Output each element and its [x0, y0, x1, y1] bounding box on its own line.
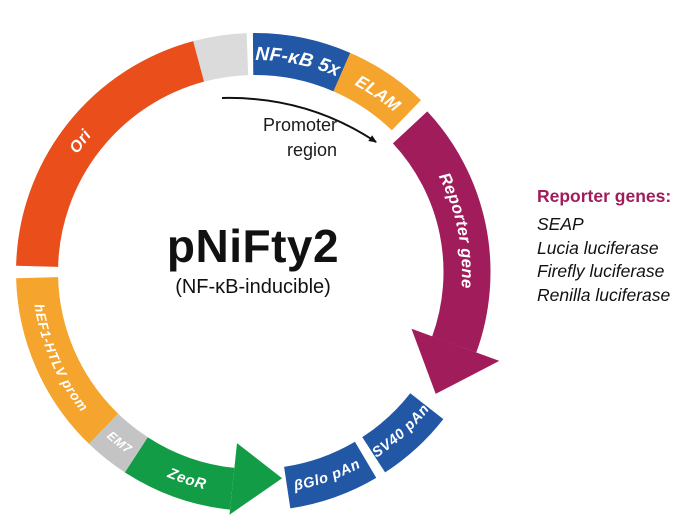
reporter-gene-arrow-body: [392, 111, 491, 353]
legend-heading: Reporter genes:: [537, 186, 672, 206]
segment-zeor-body: [124, 436, 235, 510]
legend-item-seap: SEAP: [537, 214, 584, 234]
zeor-arrowhead-icon: [229, 443, 283, 515]
legend-item-firefly: Firefly luciferase: [537, 261, 665, 281]
segment-hef1: [16, 276, 119, 444]
segment-sv40: [361, 392, 444, 473]
promoter-region-annotation: Promoter region: [225, 113, 337, 163]
promoter-annotation-line2: region: [286, 140, 337, 160]
reporter-genes-legend: Reporter genes: SEAP Lucia luciferase Fi…: [537, 186, 671, 307]
promoter-annotation-line1: Promoter: [262, 115, 337, 135]
segment-ori: [16, 41, 205, 268]
segment-spacer: [193, 33, 249, 82]
legend-item-renilla: Renilla luciferase: [537, 284, 671, 305]
segment-bglo: [283, 441, 377, 509]
legend-item-lucia: Lucia luciferase: [537, 237, 659, 258]
plasmid-subtitle: (NF-κB-inducible): [175, 276, 331, 298]
plasmid-name: pNiFty2: [166, 220, 340, 272]
segment-em7: [89, 413, 149, 473]
segment-elam: [333, 52, 421, 131]
reporter-gene-arrowhead-icon: [411, 328, 500, 394]
promoter-region-arrow-icon: [221, 96, 377, 143]
segment-nfkb: [252, 32, 351, 92]
plasmid-title-block: pNiFty2 (NF-κB-inducible): [103, 222, 403, 299]
